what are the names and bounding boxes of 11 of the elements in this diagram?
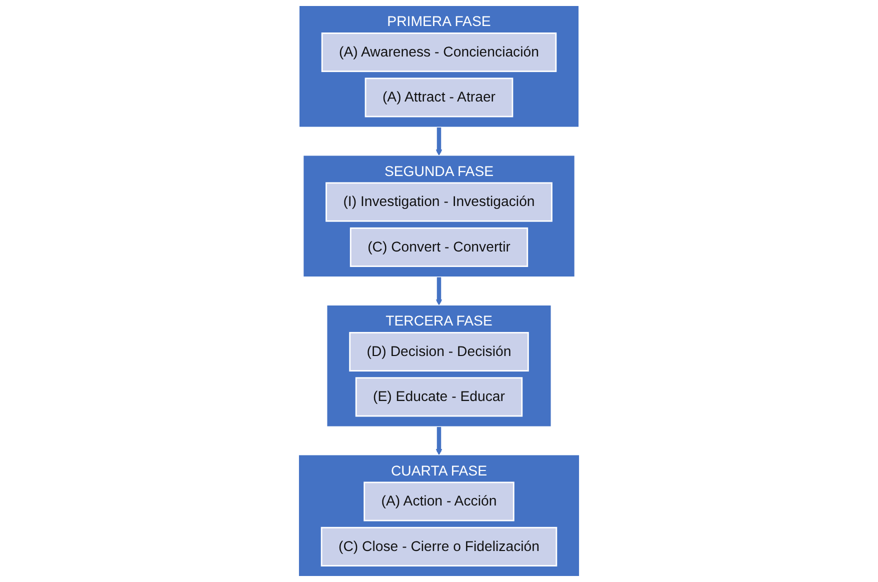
node-box: (E) Educate - Educar [355, 377, 523, 417]
arrow [436, 127, 442, 156]
node-box: (A) Action - Acción [364, 482, 514, 522]
arrow [436, 426, 442, 456]
node-box: (I) Investigation - Investigación [326, 182, 552, 222]
node-box: (A) Awareness - Concienciación [321, 32, 557, 72]
node-box: (C) Convert - Convertir [350, 227, 528, 267]
node-box: (C) Close - Cierre o Fidelización [320, 526, 558, 566]
node-box: (A) Attract - Atraer [364, 78, 514, 118]
node-box: (D) Decision - Decisión [349, 332, 529, 372]
arrow [436, 276, 442, 306]
